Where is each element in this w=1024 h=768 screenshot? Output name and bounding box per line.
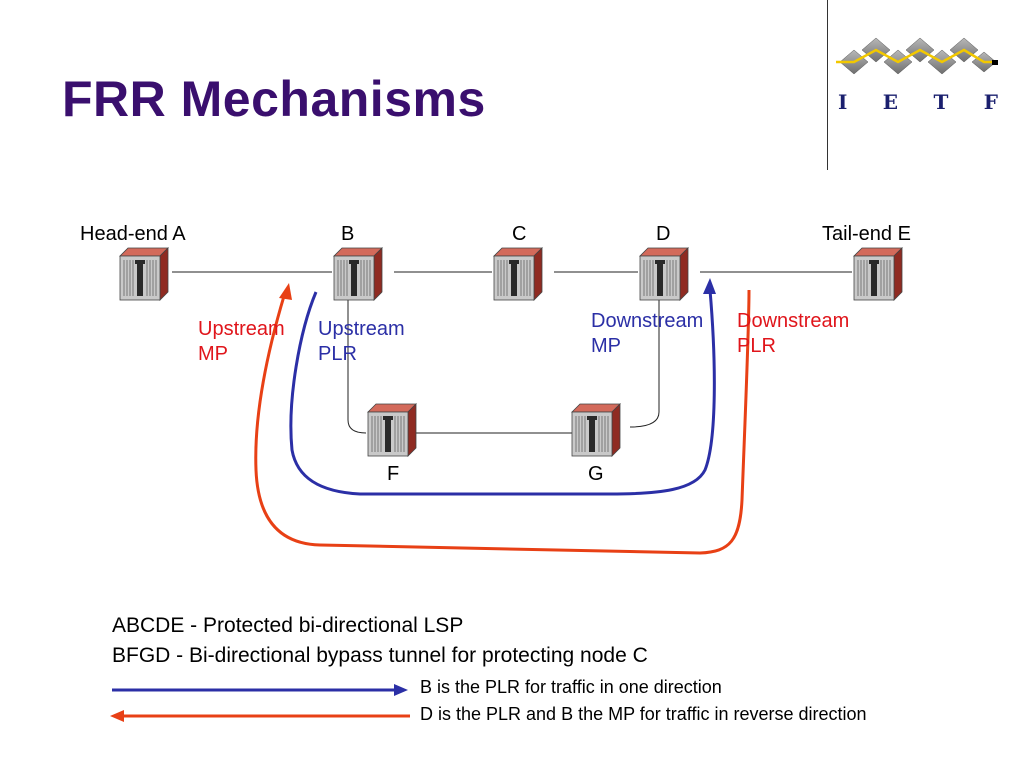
- logo-letter: T: [933, 90, 949, 114]
- red-arrowhead: [279, 283, 292, 300]
- upstream-mp-line1: Upstream: [198, 318, 285, 340]
- router-a: [119, 247, 169, 301]
- logo-letter: F: [983, 90, 998, 114]
- router-b: [333, 247, 383, 301]
- router-e: [853, 247, 903, 301]
- downstream-mp-line1: Downstream: [591, 310, 704, 332]
- legend-lsp: ABCDE - Protected bi-directional LSP: [112, 614, 464, 637]
- router-d: [639, 247, 689, 301]
- legend-bypass: BFGD - Bi-directional bypass tunnel for …: [112, 644, 648, 667]
- node-label-a: Head-end A: [80, 223, 186, 245]
- page-title: FRR Mechanisms: [62, 71, 486, 127]
- node-label-e: Tail-end E: [822, 223, 911, 245]
- node-label-b: B: [341, 223, 355, 245]
- blue-arrowhead: [703, 278, 716, 294]
- ietf-letters: I E T F: [838, 90, 998, 114]
- blue-bypass-path: [289, 289, 716, 496]
- upstream-plr-label: Upstream PLR: [318, 317, 405, 367]
- ietf-logo: [836, 37, 998, 75]
- downstream-plr-line1: Downstream: [737, 310, 850, 332]
- legend-blue-desc: B is the PLR for traffic in one directio…: [420, 677, 722, 697]
- router-f: [367, 403, 417, 457]
- router-c: [493, 247, 543, 301]
- downstream-mp-line2: MP: [591, 335, 621, 357]
- header-divider: [827, 0, 828, 170]
- link-b-f: [347, 298, 367, 434]
- downstream-plr-label: Downstream PLR: [737, 309, 849, 359]
- downstream-mp-label: Downstream MP: [591, 309, 703, 359]
- node-label-c: C: [512, 223, 527, 245]
- red-bypass-path: [254, 289, 751, 555]
- logo-letter: E: [882, 90, 899, 114]
- node-label-f: F: [387, 463, 400, 485]
- node-label-g: G: [588, 463, 604, 485]
- links: [172, 271, 852, 434]
- upstream-mp-line2: MP: [198, 343, 228, 365]
- logo-letter: I: [838, 90, 848, 114]
- upstream-plr-line1: Upstream: [318, 318, 405, 340]
- link-d-g: [629, 298, 660, 428]
- node-label-d: D: [656, 223, 671, 245]
- upstream-mp-label: Upstream MP: [198, 317, 285, 367]
- legend-red-desc: D is the PLR and B the MP for traffic in…: [420, 704, 867, 724]
- upstream-plr-line2: PLR: [318, 343, 357, 365]
- downstream-plr-line2: PLR: [737, 335, 776, 357]
- router-g: [571, 403, 621, 457]
